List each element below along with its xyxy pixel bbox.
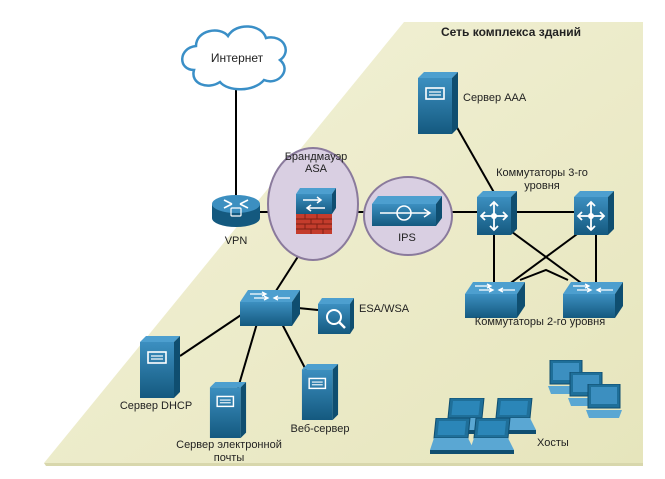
l2-label: Коммутаторы 2-го уровня: [475, 316, 605, 328]
laptop-icon: [430, 418, 474, 454]
ips-label: IPS: [398, 232, 416, 244]
link-l2center-esa: [297, 307, 319, 311]
content-security-icon: [318, 298, 354, 334]
l3-label-line2: уровня: [524, 180, 560, 192]
server-icon: [209, 382, 247, 438]
links: [179, 84, 597, 389]
campus-title: Сеть комплекса зданий: [441, 25, 581, 39]
firewall-label-line1: Брандмауэр: [285, 151, 348, 163]
aaa-label: Сервер AAA: [463, 92, 527, 104]
router-arrows-icon: [223, 199, 249, 209]
link-l3b-l2a: [503, 225, 589, 289]
web-label: Веб-сервер: [291, 423, 350, 435]
esa-wsa: ESA/WSA: [318, 298, 410, 334]
campus-area-shadow: [44, 463, 643, 466]
dhcp-server: Сервер DHCP: [120, 336, 192, 412]
firewall-icon: [296, 188, 336, 234]
switch-icon: [465, 282, 525, 318]
l3-label-line1: Коммутаторы 3-го: [496, 167, 588, 179]
esa-label: ESA/WSA: [359, 303, 410, 315]
server-icon: [301, 364, 339, 420]
ips-icon: [372, 196, 442, 226]
hosts: Хосты: [430, 360, 622, 454]
link-l2center-web: [279, 319, 307, 371]
laptop-icon: [470, 418, 514, 454]
link-l2center-dhcp: [179, 312, 245, 357]
multilayer-switch-icon: [477, 191, 517, 235]
center-switch-icon: [240, 290, 300, 326]
desktop-icon: [586, 384, 622, 418]
aaa-server: Сервер AAA: [418, 72, 527, 134]
mail-server: Сервер электронной почты: [176, 382, 282, 464]
asa-firewall: Брандмауэр ASA: [267, 147, 359, 261]
mail-label-line2: почты: [214, 452, 245, 464]
link-l2a-l2b: [519, 268, 569, 281]
vpn-router: VPN: [212, 195, 260, 247]
web-server: Веб-сервер: [291, 364, 350, 435]
link-aaa-l3: [454, 123, 497, 197]
firewall-label-line2: ASA: [305, 163, 328, 175]
server-icon: [140, 336, 180, 398]
l2-switches: Коммутаторы 2-го уровня: [465, 282, 623, 328]
server-icon: [418, 72, 458, 134]
vpn-label: VPN: [225, 235, 248, 247]
hosts-label: Хосты: [537, 437, 569, 449]
switch-icon: [563, 282, 623, 318]
multilayer-switch-icon: [574, 191, 614, 235]
dhcp-label: Сервер DHCP: [120, 400, 192, 412]
l3-switches: Коммутаторы 3-го уровня: [477, 167, 614, 235]
internet-cloud: Интернет: [181, 25, 287, 91]
link-l2center-mail: [237, 319, 259, 389]
ips-device: IPS: [363, 176, 453, 256]
internet-label: Интернет: [211, 51, 264, 65]
mail-label-line1: Сервер электронной: [176, 439, 282, 451]
